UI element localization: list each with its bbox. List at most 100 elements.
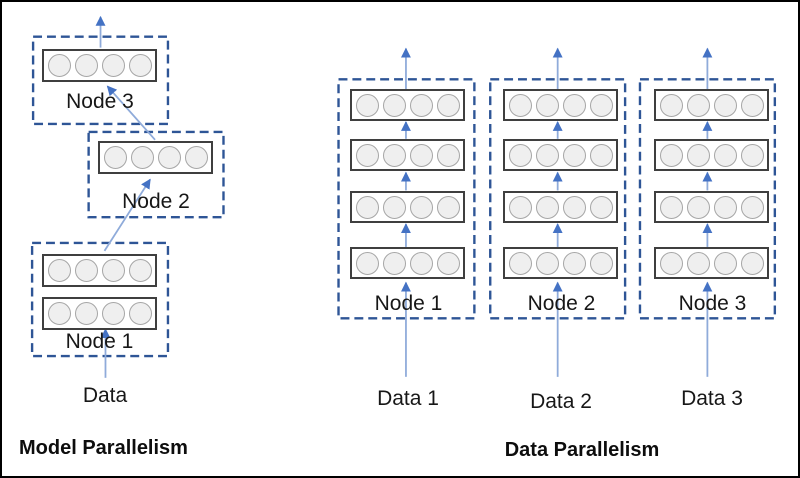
neuron-circle [713,195,737,219]
neuron-circle [103,146,127,169]
neuron-circle [101,259,125,282]
neuron-layer [654,139,769,171]
model-node-1-label: Node 1 [65,330,134,353]
neuron-circle [508,93,532,117]
data-node-1-label: Node 1 [374,292,443,315]
neuron-circle [740,195,764,219]
neuron-circle [355,93,379,117]
neuron-circle [686,195,710,219]
data-node-1: Node 1 [340,80,477,321]
data-3-label: Data 3 [681,387,743,410]
neuron-circle [589,195,613,219]
neuron-circle [355,143,379,167]
neuron-circle [47,259,71,282]
data-parallelism-title: Data Parallelism [504,439,660,461]
neuron-circle [589,93,613,117]
neuron-circle [589,251,613,275]
model-parallelism-title: Model Parallelism [19,437,188,459]
data-node-3-label: Node 3 [678,292,747,315]
neuron-circle [535,251,559,275]
model-node-3-label: Node 3 [66,90,134,113]
neuron-circle [713,143,737,167]
neuron-layer [503,139,618,171]
neuron-circle [436,251,460,275]
neuron-circle [184,146,208,169]
neuron-layer [654,191,769,223]
neuron-circle [508,195,532,219]
neuron-layer [42,297,157,330]
neuron-circle [535,143,559,167]
model-node2-dashed-border [87,130,225,219]
arrow-node2-to-node3 [106,85,156,141]
neuron-circle [686,143,710,167]
neuron-circle [409,143,433,167]
neuron-circle [508,143,532,167]
neuron-circle [659,195,683,219]
data-node-3: Node 3 [644,80,781,321]
neuron-circle [382,195,406,219]
model-node-3: Node 3 [32,37,168,125]
data-node1-dashed-border [337,78,476,320]
neuron-circle [101,54,125,77]
neuron-circle [562,251,586,275]
neuron-circle [355,195,379,219]
neuron-circle [355,251,379,275]
neuron-circle [589,143,613,167]
model-node-2: Node 2 [88,133,224,219]
neuron-circle [659,251,683,275]
model-node-1: Node 1 [31,245,168,359]
model-data-label: Data [82,384,128,407]
neuron-circle [535,195,559,219]
neuron-layer [350,191,465,223]
neuron-layer [350,89,465,121]
neuron-circle [74,54,98,77]
neuron-circle [128,302,152,325]
neuron-circle [101,302,125,325]
neuron-circle [47,54,71,77]
neuron-circle [47,302,71,325]
neuron-circle [74,302,98,325]
neuron-circle [659,143,683,167]
neuron-circle [686,251,710,275]
data-2-label: Data 2 [530,390,592,413]
data-node-2-label: Node 2 [527,292,596,315]
neuron-circle [409,195,433,219]
neuron-circle [128,54,152,77]
neuron-circle [659,93,683,117]
neuron-circle [740,251,764,275]
neuron-circle [740,93,764,117]
neuron-circle [128,259,152,282]
neuron-layer [654,247,769,279]
neuron-circle [508,251,532,275]
neuron-layer [654,89,769,121]
neuron-circle [436,143,460,167]
data-node3-dashed-border [638,78,777,320]
neuron-circle [562,93,586,117]
data-node-2: Node 2 [493,80,630,321]
neuron-layer [42,49,157,82]
neuron-layer [503,89,618,121]
neuron-circle [562,143,586,167]
neuron-layer [350,139,465,171]
neuron-circle [130,146,154,169]
neuron-circle [713,93,737,117]
neuron-circle [535,93,559,117]
neuron-circle [409,93,433,117]
neuron-circle [686,93,710,117]
neuron-circle [436,93,460,117]
data-node2-dashed-border [489,78,627,320]
neuron-circle [382,251,406,275]
neuron-circle [382,143,406,167]
neuron-layer [503,247,618,279]
neuron-layer [350,247,465,279]
neuron-circle [436,195,460,219]
neuron-circle [409,251,433,275]
neuron-layer [98,141,213,174]
neuron-layer [42,254,157,287]
neuron-circle [562,195,586,219]
neuron-layer [503,191,618,223]
neuron-circle [382,93,406,117]
neuron-circle [713,251,737,275]
